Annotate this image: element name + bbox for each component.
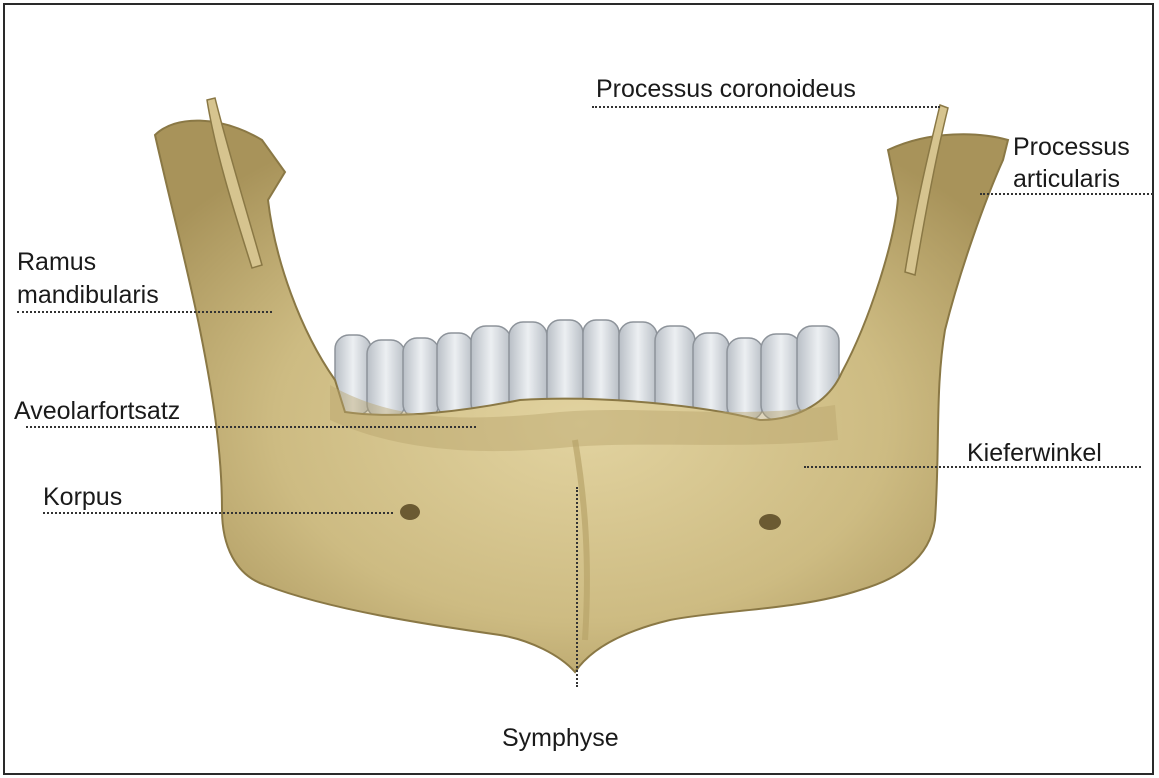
label-korpus: Korpus xyxy=(43,484,122,510)
leader-symphyse xyxy=(576,487,578,687)
leader-processus-articularis xyxy=(980,193,1153,195)
label-processus-coronoideus: Processus coronoideus xyxy=(596,76,856,102)
label-ramus-line2: mandibularis xyxy=(17,282,159,308)
label-kieferwinkel: Kieferwinkel xyxy=(967,440,1102,466)
label-aveolarfortsatz: Aveolarfortsatz xyxy=(14,398,180,424)
leader-korpus xyxy=(43,512,393,514)
label-symphyse: Symphyse xyxy=(502,725,619,751)
label-processus-articularis-line1: Processus xyxy=(1013,134,1130,160)
leader-aveolarfortsatz xyxy=(26,426,476,428)
leader-processus-coronoideus xyxy=(592,106,940,108)
leader-kieferwinkel xyxy=(804,466,1141,468)
leader-ramus-mandibularis xyxy=(17,311,272,313)
label-processus-articularis-line2: articularis xyxy=(1013,166,1120,192)
right-mental-foramen xyxy=(759,514,781,530)
left-mental-foramen xyxy=(400,504,420,520)
label-ramus-line1: Ramus xyxy=(17,249,96,275)
